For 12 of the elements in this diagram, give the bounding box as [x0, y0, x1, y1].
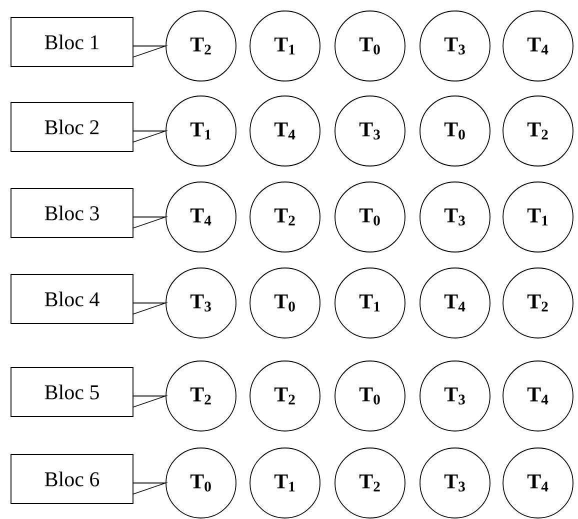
callout-pointer [133, 216, 168, 228]
callout-box: Bloc 4 [10, 274, 134, 324]
callout-box: Bloc 5 [10, 367, 134, 417]
callout-box: Bloc 2 [10, 102, 134, 152]
callout-pointer [133, 130, 168, 142]
callout-box: Bloc 3 [10, 188, 134, 238]
callout-box: Bloc 6 [10, 454, 134, 504]
callout-pointer [133, 302, 168, 314]
callout-pointer [133, 46, 168, 58]
callout-box: Bloc 1 [10, 17, 134, 67]
callout-pointer [133, 396, 168, 408]
callout-pointer [133, 482, 168, 494]
